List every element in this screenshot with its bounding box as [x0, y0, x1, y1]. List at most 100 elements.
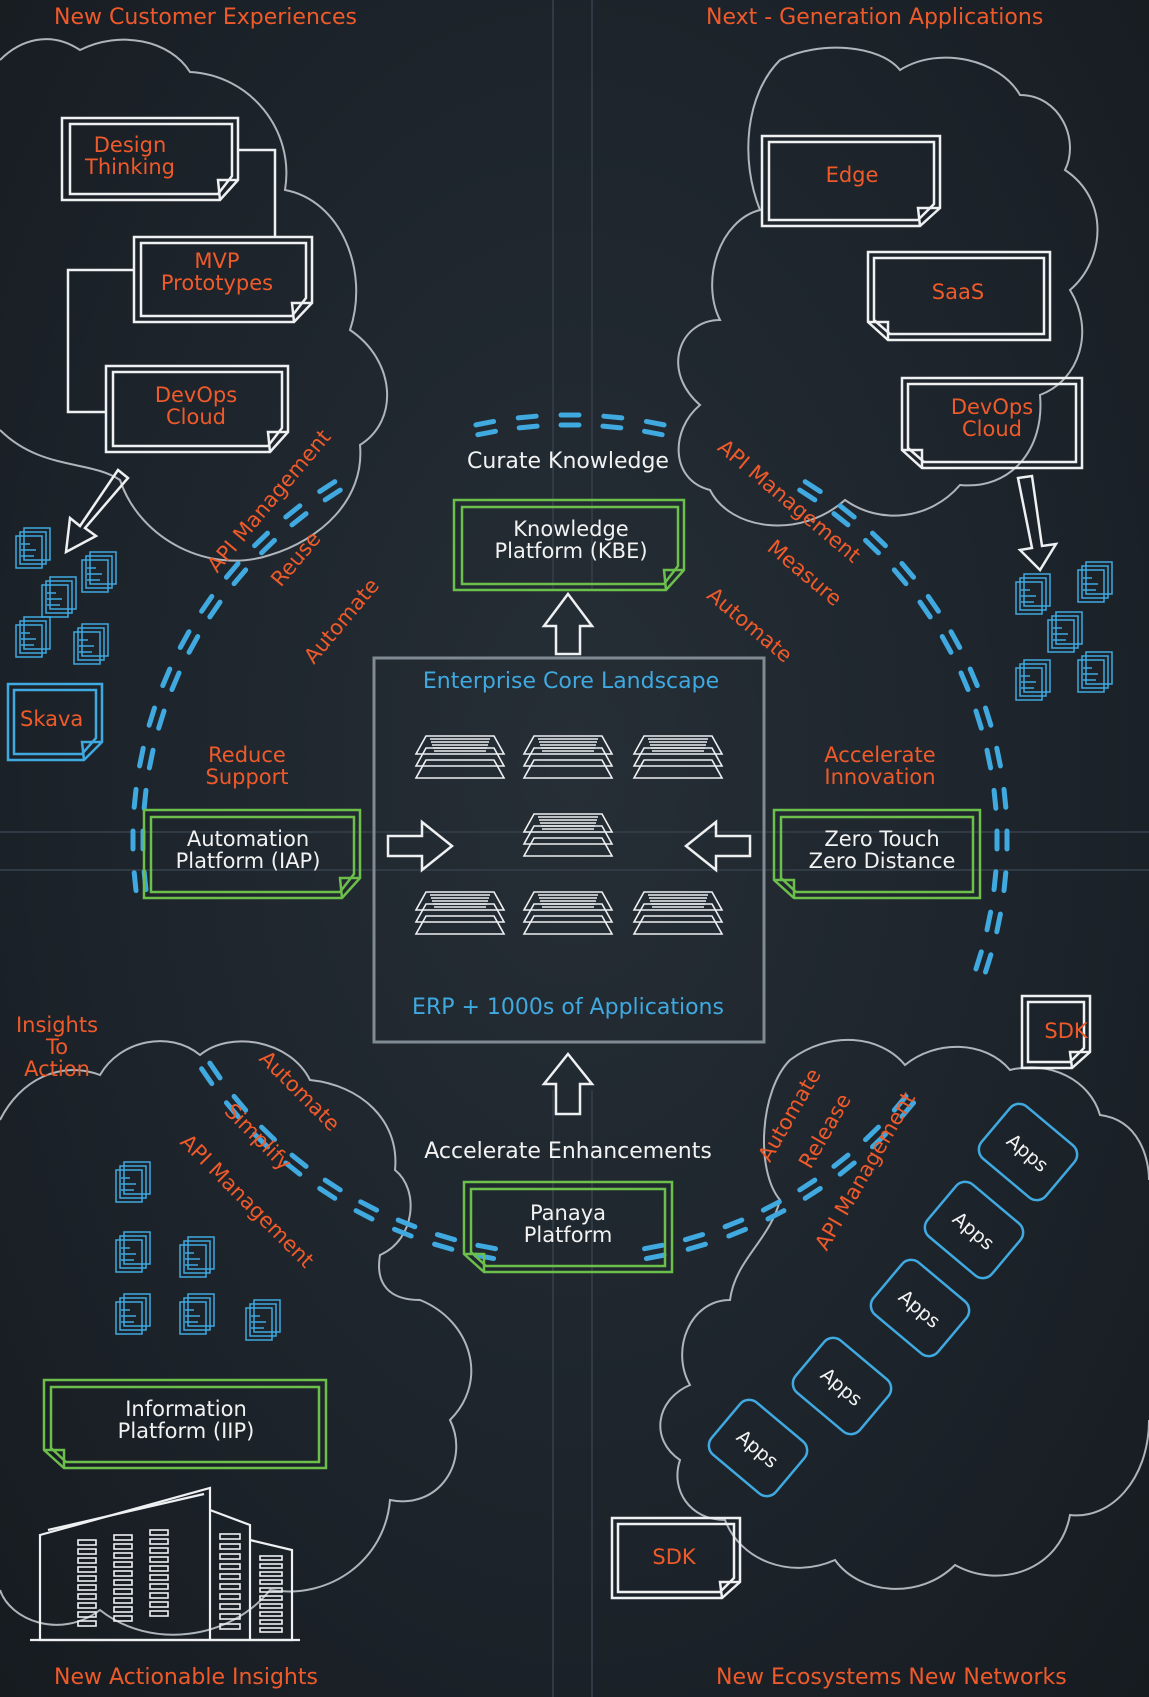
ring-dash	[685, 1241, 708, 1252]
ring-dash	[223, 1100, 241, 1120]
window	[259, 1563, 283, 1569]
ring-dash	[837, 503, 857, 520]
document-icon	[179, 1293, 215, 1335]
ring-dash	[186, 634, 201, 655]
document-icon	[15, 527, 51, 569]
ring-dash	[891, 567, 909, 587]
arrow-down-left-icon	[64, 468, 130, 555]
core-title: Enterprise Core Landscape	[422, 669, 720, 694]
automation-platform-box	[142, 808, 362, 900]
window	[77, 1539, 97, 1546]
ring-dash	[289, 511, 309, 528]
document-icon	[1015, 659, 1051, 701]
ring-dash	[994, 911, 1003, 935]
document-icon	[1047, 611, 1083, 653]
arrow-up-icon	[541, 591, 595, 656]
server-stack-icon	[632, 735, 724, 779]
document-icons	[15, 527, 1113, 1341]
window	[149, 1556, 169, 1563]
window	[149, 1547, 169, 1554]
window	[219, 1613, 241, 1620]
edge-label: Edge	[825, 163, 879, 187]
ring-dash	[223, 560, 241, 580]
mvp-box	[132, 235, 314, 324]
document-icon	[179, 1236, 215, 1278]
window	[259, 1555, 283, 1561]
window	[77, 1575, 97, 1582]
window	[219, 1563, 241, 1570]
ring-dash	[601, 413, 625, 421]
window	[149, 1538, 169, 1545]
ring-dash	[984, 909, 994, 933]
ring-dash	[863, 537, 881, 556]
window	[113, 1561, 133, 1568]
ring-dash	[984, 747, 994, 771]
window	[77, 1593, 97, 1600]
ring-dash	[207, 599, 223, 620]
window	[77, 1566, 97, 1573]
document-icon	[73, 623, 109, 665]
ring-dash	[973, 949, 984, 972]
ring-dash	[765, 1208, 787, 1222]
arrow-down-right-icon	[1016, 474, 1059, 573]
buildings-icon	[30, 1486, 300, 1642]
window	[113, 1570, 133, 1577]
ring-dash	[137, 745, 146, 769]
skava-label: Skava	[20, 707, 84, 731]
corner-title-bottom-left: New Actionable Insights	[54, 1665, 318, 1690]
ring-dash	[199, 1066, 215, 1087]
window	[113, 1597, 133, 1604]
apps-tiles	[707, 1102, 1079, 1498]
document-icon	[115, 1293, 151, 1335]
devops-box-right	[900, 376, 1084, 470]
ring-dash	[967, 666, 980, 689]
ring-dash	[160, 666, 173, 689]
window	[113, 1588, 133, 1595]
window	[113, 1615, 133, 1622]
design-thinking-box	[60, 116, 240, 202]
window	[259, 1611, 283, 1617]
document-icon	[15, 616, 51, 658]
window	[113, 1606, 133, 1613]
ring-dash	[475, 428, 499, 438]
ring-dash	[948, 629, 963, 650]
ring-dash	[259, 537, 277, 556]
ring-dash	[831, 1152, 851, 1169]
ring-dash	[516, 423, 540, 431]
ring-dash	[726, 1226, 749, 1239]
ring-dash	[207, 1060, 223, 1081]
ring-dash	[973, 708, 984, 731]
window	[113, 1543, 133, 1550]
window	[259, 1603, 283, 1609]
ring-dash	[434, 1232, 458, 1243]
ring-dash	[283, 503, 303, 520]
ring-dash	[395, 1217, 418, 1230]
saas-label: SaaS	[931, 280, 985, 304]
curate-knowledge-label: Curate Knowledge	[467, 449, 669, 474]
ring-dash	[231, 567, 249, 587]
window	[259, 1571, 283, 1577]
ring-dash	[939, 634, 954, 655]
app-tile	[923, 1180, 1025, 1280]
ring-dash	[177, 629, 192, 650]
ring-dash	[131, 786, 139, 810]
window	[259, 1587, 283, 1593]
cloud-top-right	[677, 46, 1099, 527]
ring-dash	[252, 1131, 270, 1150]
saas-box	[866, 250, 1052, 342]
window	[219, 1623, 241, 1630]
sdk-box-top	[1020, 994, 1092, 1070]
window	[77, 1548, 97, 1555]
arrow-up-core-icon	[541, 1051, 595, 1116]
window	[219, 1583, 241, 1590]
ring-dash	[682, 1232, 706, 1243]
ring-dash	[831, 511, 851, 528]
ring-dash	[322, 487, 343, 503]
ring-dash	[1001, 870, 1009, 894]
ring-dash	[1001, 786, 1009, 810]
